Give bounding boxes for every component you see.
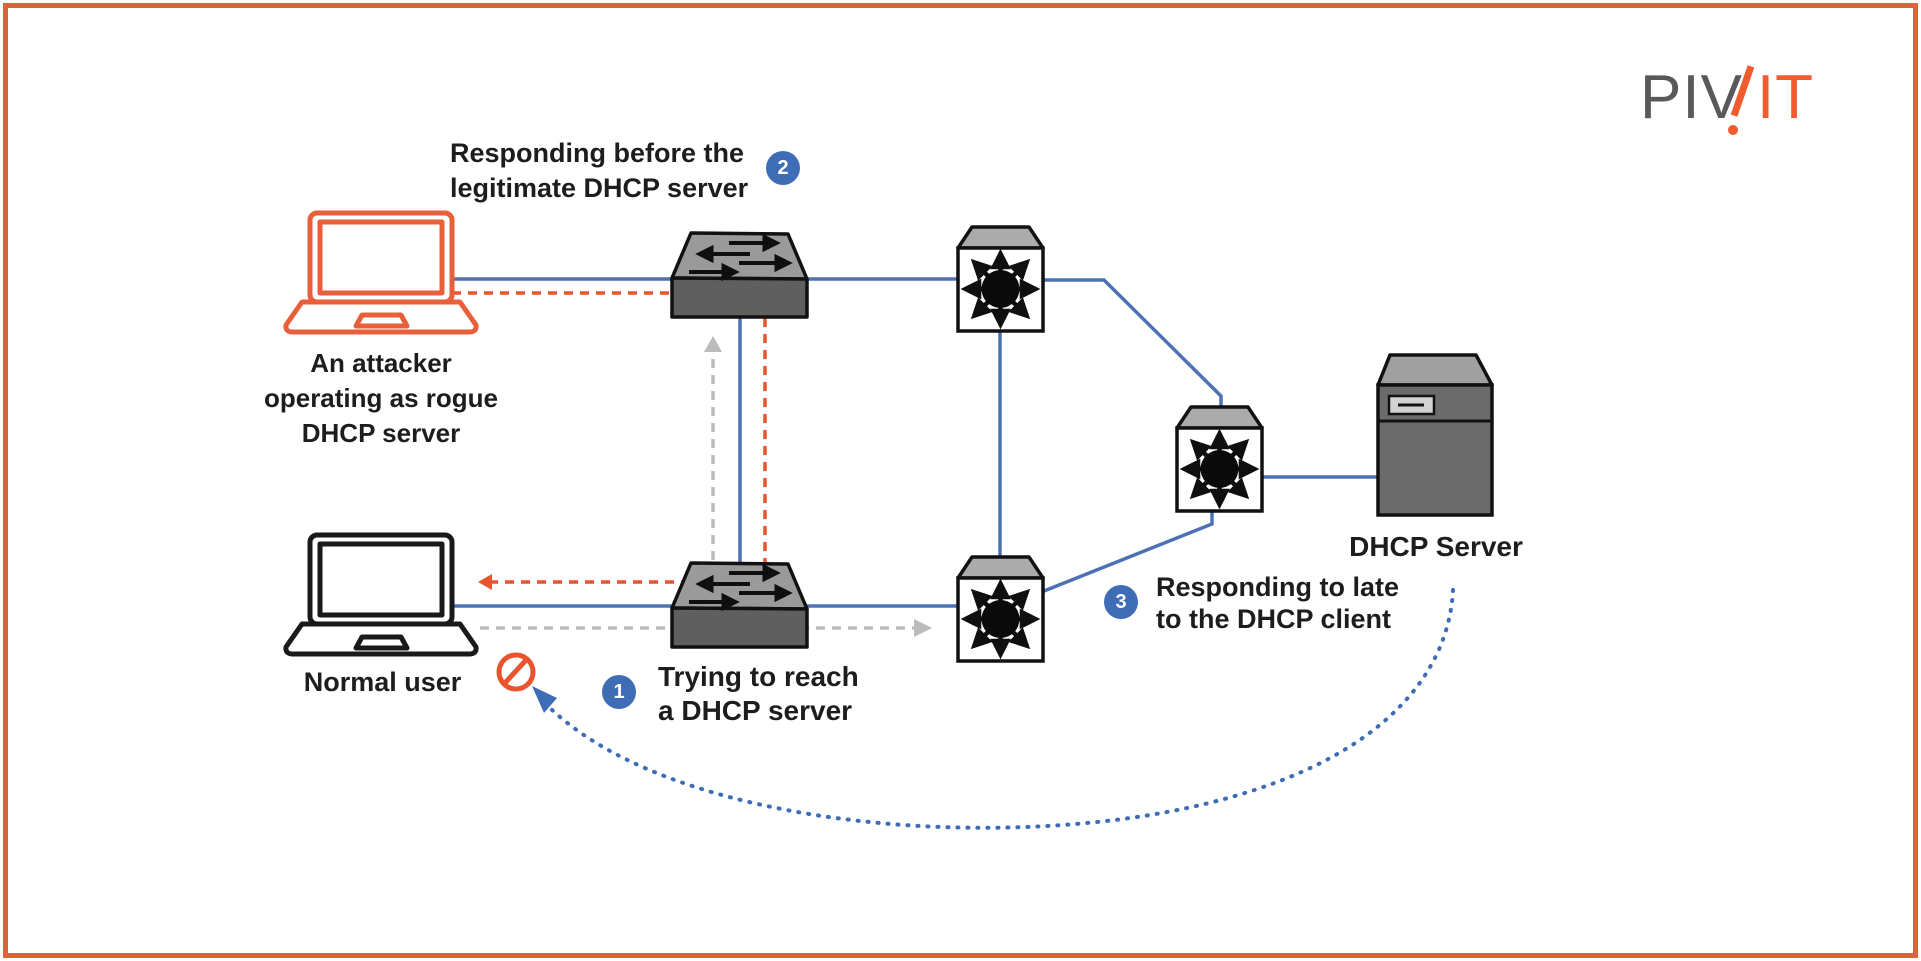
pivit-logo-dot-icon <box>1728 125 1738 135</box>
step2-label: Responding before the legitimate DHCP se… <box>450 138 749 204</box>
pivit-logo-orange-text: IT <box>1756 63 1815 132</box>
legit-offer-late-path <box>546 588 1455 830</box>
attacker-label: An attacker operating as rogue DHCP serv… <box>263 348 499 449</box>
step1-badge: 1 <box>602 675 636 709</box>
legit-offer-arrowhead <box>532 686 557 713</box>
bottom-router-icon <box>958 557 1043 661</box>
link-middle-router-to-bottom-router <box>1043 508 1214 593</box>
attacker-laptop-icon <box>286 213 476 332</box>
dhcp-discover-broadcast-path <box>480 350 916 630</box>
discover-right-arrowhead <box>914 619 932 637</box>
normal-user-laptop-icon <box>286 535 476 654</box>
step3-badge: 3 <box>1104 585 1138 619</box>
step2-badge: 2 <box>766 151 800 185</box>
pivit-logo-gray-text: PIV <box>1640 63 1743 132</box>
normal-user-label: Normal user <box>303 667 462 697</box>
top-switch-icon <box>672 233 807 317</box>
link-top-router-to-middle-router <box>1042 278 1223 425</box>
top-router-icon <box>958 227 1043 331</box>
rogue-dhcp-offer-path <box>452 291 770 584</box>
no-entry-icon <box>496 652 536 692</box>
step1-label: Trying to reach a DHCP server <box>658 661 859 727</box>
step3-label: Responding to late to the DHCP client <box>1156 572 1399 635</box>
bottom-switch-icon <box>672 563 807 647</box>
dhcp-server-label: DHCP Server <box>1349 531 1523 562</box>
dhcp-server-icon <box>1376 353 1494 517</box>
discover-up-arrowhead <box>704 336 722 352</box>
rogue-offer-arrowhead <box>478 574 492 590</box>
middle-router-icon <box>1177 407 1262 511</box>
